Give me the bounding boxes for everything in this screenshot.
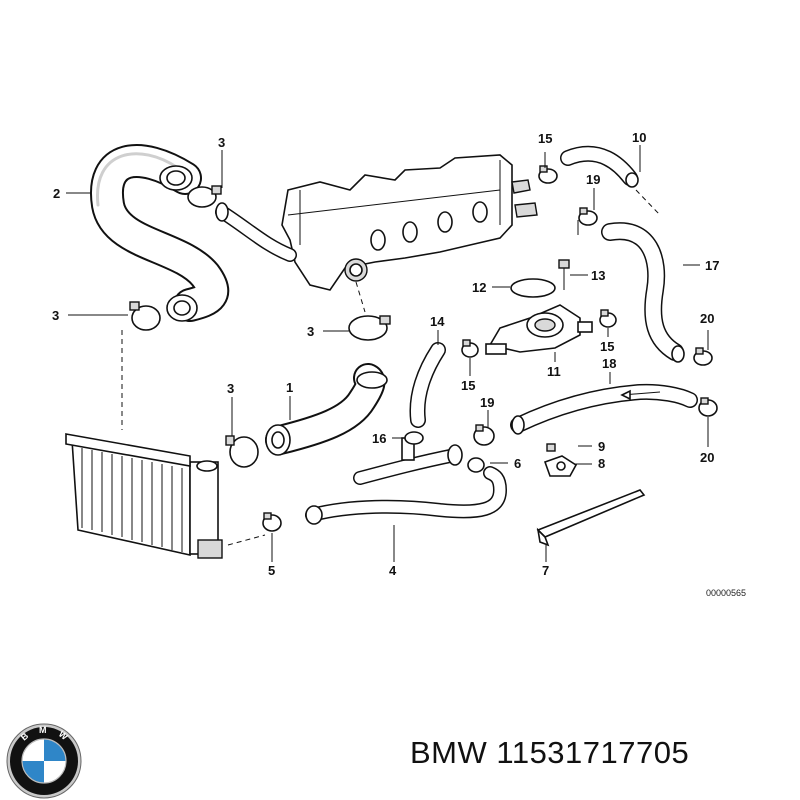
clamp-15-top: [538, 165, 558, 184]
callout-9: 9: [598, 439, 605, 454]
callout-19a: 19: [586, 172, 600, 187]
dash-line-head: [355, 281, 366, 313]
callout-12: 12: [472, 280, 486, 295]
part-number: 11531717705: [496, 735, 690, 770]
hose-18: [510, 383, 698, 435]
thermostat-housing: [485, 304, 593, 355]
part-number-caption: BMW 11531717705: [410, 735, 790, 775]
bolt-13: [558, 259, 570, 290]
brand-name: BMW: [410, 735, 488, 770]
hose-4: [305, 466, 507, 525]
hose-17: [601, 222, 685, 363]
callout-6: 6: [514, 456, 521, 471]
dash-line-pipe: [227, 534, 266, 546]
callout-15c: 15: [600, 339, 614, 354]
callout-3c: 3: [307, 324, 314, 339]
clamp-16: [404, 431, 424, 445]
callout-5: 5: [268, 563, 275, 578]
callout-1: 1: [286, 380, 293, 395]
clamp-3-left: [129, 301, 161, 331]
cable-tie-7: [536, 489, 646, 547]
radiator: [65, 433, 223, 559]
clamp-5: [262, 512, 282, 532]
callout-19b: 19: [480, 395, 494, 410]
callouts: 1 2 3 3 3 3 4 5 6 7 8 9 10 11 12 13 14 1…: [52, 130, 719, 578]
drawing-code: 00000565: [706, 588, 746, 598]
callout-3a: 3: [218, 135, 225, 150]
callout-20a: 20: [700, 311, 714, 326]
head-outlet-pipe: [215, 202, 297, 262]
gasket-12: [510, 278, 556, 298]
callout-15b: 15: [461, 378, 475, 393]
clamp-20-top: [693, 347, 713, 366]
svg-text:B: B: [19, 730, 31, 742]
svg-text:M: M: [39, 725, 47, 735]
callout-10: 10: [632, 130, 646, 145]
bracket-8: [543, 443, 578, 477]
callout-16: 16: [372, 431, 386, 446]
callout-15a: 15: [538, 131, 552, 146]
callout-3b: 3: [52, 308, 59, 323]
callout-18: 18: [602, 356, 616, 371]
hose-10: [560, 145, 639, 188]
callout-14: 14: [430, 314, 445, 329]
clamp-3-mid: [348, 315, 391, 341]
clamp-15-left: [461, 339, 479, 358]
callout-13: 13: [591, 268, 605, 283]
water-pipe: [353, 437, 463, 485]
clamp-19-top: [578, 207, 598, 226]
callout-7: 7: [542, 563, 549, 578]
hose-1: [265, 363, 388, 456]
callout-3d: 3: [227, 381, 234, 396]
cylinder-head: [281, 154, 538, 291]
clamp-3-top: [187, 185, 222, 208]
callout-8: 8: [598, 456, 605, 471]
hose-14: [409, 342, 446, 428]
callout-2: 2: [53, 186, 60, 201]
clamp-19-mid: [473, 424, 495, 446]
callout-17: 17: [705, 258, 719, 273]
callout-4: 4: [389, 563, 397, 578]
clamp-15-thermostat: [599, 309, 617, 328]
clamp-20-bottom: [698, 397, 718, 417]
callout-20b: 20: [700, 450, 714, 465]
clamp-3-radiator: [225, 435, 259, 468]
leader-lines: [66, 145, 709, 562]
dash-line-hose10: [635, 189, 661, 216]
callout-11: 11: [547, 364, 561, 379]
clamp-6: [467, 457, 485, 473]
bmw-logo: B M W: [6, 723, 82, 799]
hose-2: [90, 144, 230, 322]
